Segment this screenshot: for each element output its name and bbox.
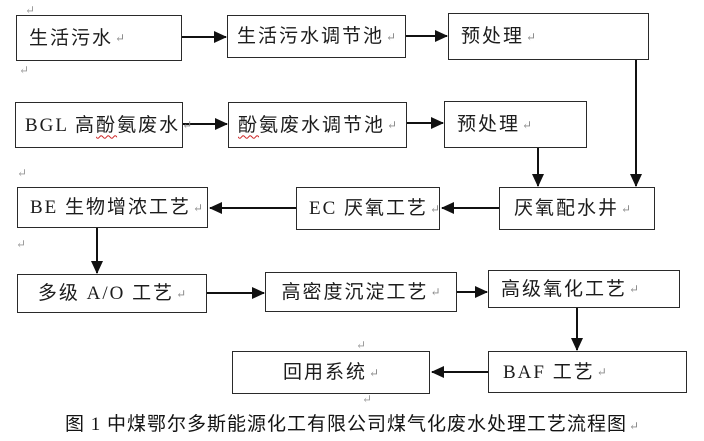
node-label: 生活污水 xyxy=(29,27,114,49)
node-reuse-system: 回用系统↵ xyxy=(232,351,430,394)
paragraph-mark-icon: ↵ xyxy=(629,282,640,296)
paragraph-mark-icon: ↵ xyxy=(115,31,126,45)
node-label: EC 厌氧工艺 xyxy=(309,198,429,219)
paragraph-mark-icon: ↵ xyxy=(19,63,30,77)
node-phenol-ammonia-regulating-tank: 酚氨废水调节池↵ xyxy=(228,102,407,148)
node-anaerobic-distribution-well: 厌氧配水井↵ xyxy=(499,187,655,230)
node-ec-anaerobic: EC 厌氧工艺↵ xyxy=(296,187,440,230)
node-bgl-high-phenol-ammonia-wastewater: BGL 高酚氨废水↵ xyxy=(15,102,192,148)
paragraph-mark-icon: ↵ xyxy=(430,285,441,299)
node-label: BAF 工艺 xyxy=(503,361,595,383)
node-label: 多级 A/O 工艺 xyxy=(37,283,175,304)
paragraph-mark-icon: ↵ xyxy=(430,201,441,216)
paragraph-mark-icon: ↵ xyxy=(628,419,640,433)
paragraph-mark-icon: ↵ xyxy=(16,237,27,251)
node-label: 回用系统 xyxy=(282,362,367,383)
figure-caption-text: 图 1 中煤鄂尔多斯能源化工有限公司煤气化废水处理工艺流程图 xyxy=(64,414,627,435)
misspelled-text: 酚 xyxy=(238,114,260,136)
paragraph-mark-icon: ↵ xyxy=(25,3,36,17)
paragraph-mark-icon: ↵ xyxy=(368,365,380,380)
node-label: 生活污水调节池 xyxy=(237,26,385,47)
paragraph-mark-icon: ↵ xyxy=(17,166,28,180)
node-pretreatment-1: 预处理↵ xyxy=(448,13,649,60)
misspelled-text: 酚 xyxy=(96,114,118,136)
node-label: 高密度沉淀工艺 xyxy=(281,281,429,303)
node-advanced-oxidation: 高级氧化工艺↵ xyxy=(488,270,680,308)
paragraph-mark-icon: ↵ xyxy=(526,29,537,44)
node-be-bio-concentration: BE 生物增浓工艺↵ xyxy=(17,187,208,228)
node-multistage-ao: 多级 A/O 工艺↵ xyxy=(17,274,207,313)
node-domestic-sewage: 生活污水↵ xyxy=(16,15,182,61)
node-baf-process: BAF 工艺↵ xyxy=(488,351,687,393)
paragraph-mark-icon: ↵ xyxy=(386,29,397,44)
paragraph-mark-icon: ↵ xyxy=(362,392,373,406)
paragraph-mark-icon: ↵ xyxy=(193,200,204,215)
node-high-density-sedimentation: 高密度沉淀工艺↵ xyxy=(265,272,457,312)
figure-caption: 图 1 中煤鄂尔多斯能源化工有限公司煤气化废水处理工艺流程图↵ xyxy=(0,409,704,436)
node-label: 酚氨废水调节池 xyxy=(238,114,386,136)
node-domestic-sewage-regulating-tank: 生活污水调节池↵ xyxy=(227,15,406,58)
paragraph-mark-icon: ↵ xyxy=(387,118,398,132)
paragraph-mark-icon: ↵ xyxy=(356,338,367,352)
node-label: 预处理 xyxy=(457,114,521,135)
paragraph-mark-icon: ↵ xyxy=(182,118,193,132)
node-label: 高级氧化工艺 xyxy=(501,278,628,300)
node-label: BGL 高酚氨废水 xyxy=(25,114,181,136)
node-label: 预处理 xyxy=(461,26,525,47)
paragraph-mark-icon: ↵ xyxy=(176,286,187,301)
node-label: 厌氧配水井 xyxy=(514,198,620,219)
paragraph-mark-icon: ↵ xyxy=(522,117,533,132)
paragraph-mark-icon: ↵ xyxy=(596,365,607,379)
node-label: BE 生物增浓工艺 xyxy=(30,197,192,218)
node-pretreatment-2: 预处理↵ xyxy=(444,101,587,148)
paragraph-mark-icon: ↵ xyxy=(621,201,632,216)
